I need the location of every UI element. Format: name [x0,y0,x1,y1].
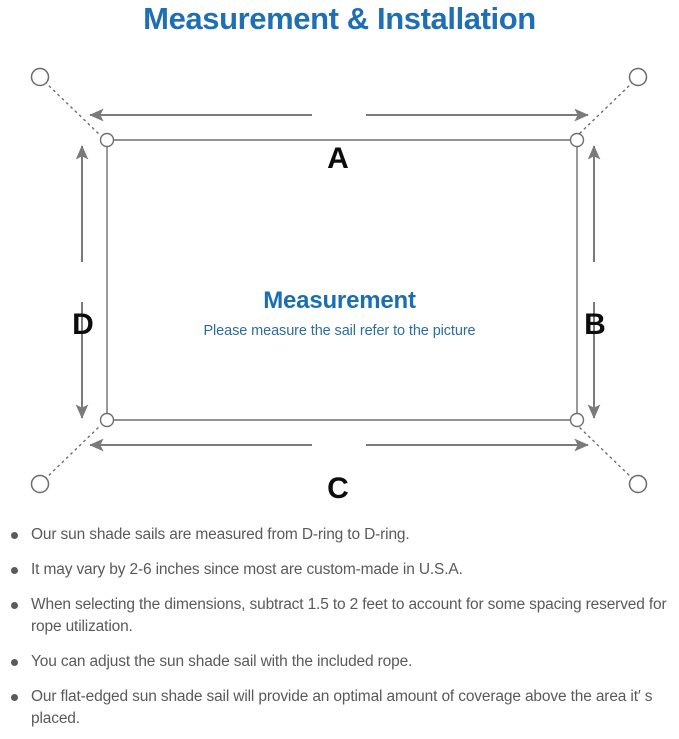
list-item: When selecting the dimensions, subtract … [0,594,679,638]
list-item: Our flat-edged sun shade sail will provi… [0,686,679,730]
rope-lines [44,81,634,480]
anchor-point-top-left [30,67,50,87]
measurement-diagram: A B C D Measurement Please measure the s… [0,46,679,516]
bullet-icon [11,567,18,574]
bullet-icon [11,532,18,539]
dimension-label-b: B [584,308,606,341]
dimension-label-c: C [327,472,349,505]
notes-list: Our sun shade sails are measured from D-… [0,524,679,730]
bullet-icon [11,694,18,701]
dimension-label-a: A [327,142,349,175]
d-rings [99,132,585,428]
sail-outline [106,139,578,421]
diagram-svg [30,67,648,494]
anchor-point-top-right [628,67,648,87]
list-item-text: You can adjust the sun shade sail with t… [31,653,413,670]
dimension-label-d: D [72,308,94,341]
rope-line-bottom-left [44,425,101,480]
list-item-text: It may vary by 2-6 inches since most are… [31,561,463,578]
list-item-text: Our flat-edged sun shade sail will provi… [31,688,653,727]
list-item-text: Our sun shade sails are measured from D-… [31,526,410,543]
bullet-icon [11,602,18,609]
list-item-text: When selecting the dimensions, subtract … [31,596,667,635]
rope-line-bottom-right [577,425,634,480]
list-item: It may vary by 2-6 inches since most are… [0,559,679,581]
rope-line-top-left [44,81,101,136]
d-ring-top-right [569,132,585,148]
anchor-point-bottom-left [30,474,50,494]
bullet-icon [11,659,18,666]
list-item: You can adjust the sun shade sail with t… [0,651,679,673]
anchor-point-bottom-right [628,474,648,494]
d-ring-top-left [99,132,115,148]
d-ring-bottom-left [99,412,115,428]
page-title: Measurement & Installation [143,1,536,36]
anchor-points [30,67,648,494]
list-item: Our sun shade sails are measured from D-… [0,524,679,546]
d-ring-bottom-right [569,412,585,428]
rope-line-top-right [577,81,634,136]
